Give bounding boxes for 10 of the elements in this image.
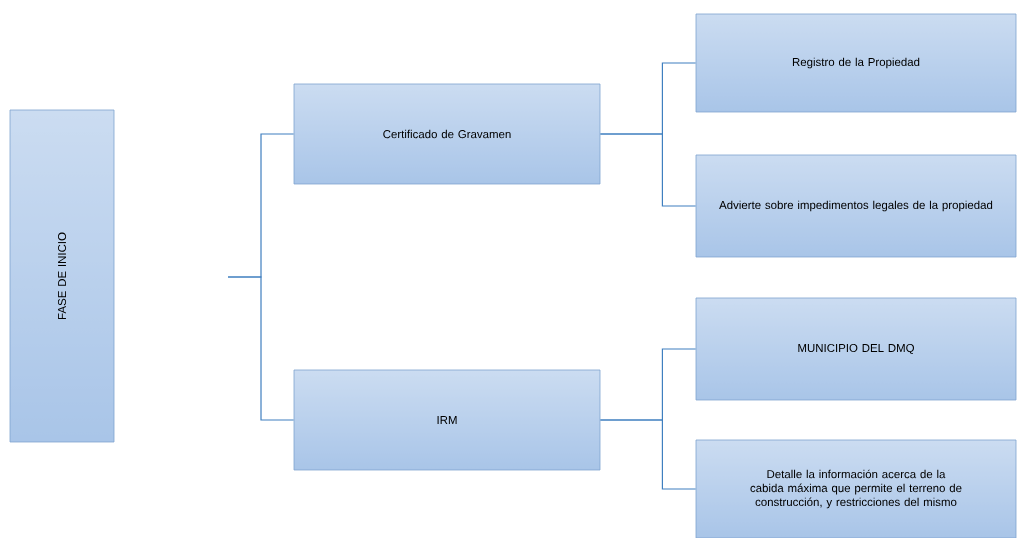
detail-box: MUNICIPIO DEL DMQ <box>695 297 1017 401</box>
connector-line <box>599 133 697 207</box>
phase-box: FASE DE INICIO <box>9 109 115 443</box>
connector-line <box>599 419 697 490</box>
document-box: IRM <box>293 369 601 471</box>
detail-box: Advierte sobre impedimentos legales de la propiedad <box>695 154 1017 258</box>
connector-line <box>227 276 295 421</box>
detail-box: Detalle la información acerca de la cabida máxima que permite el terreno de construcción, y restricciones del mismo <box>695 439 1017 538</box>
document-box: Certificado de Gravamen <box>293 83 601 185</box>
detail-box: Registro de la Propiedad <box>695 13 1017 113</box>
